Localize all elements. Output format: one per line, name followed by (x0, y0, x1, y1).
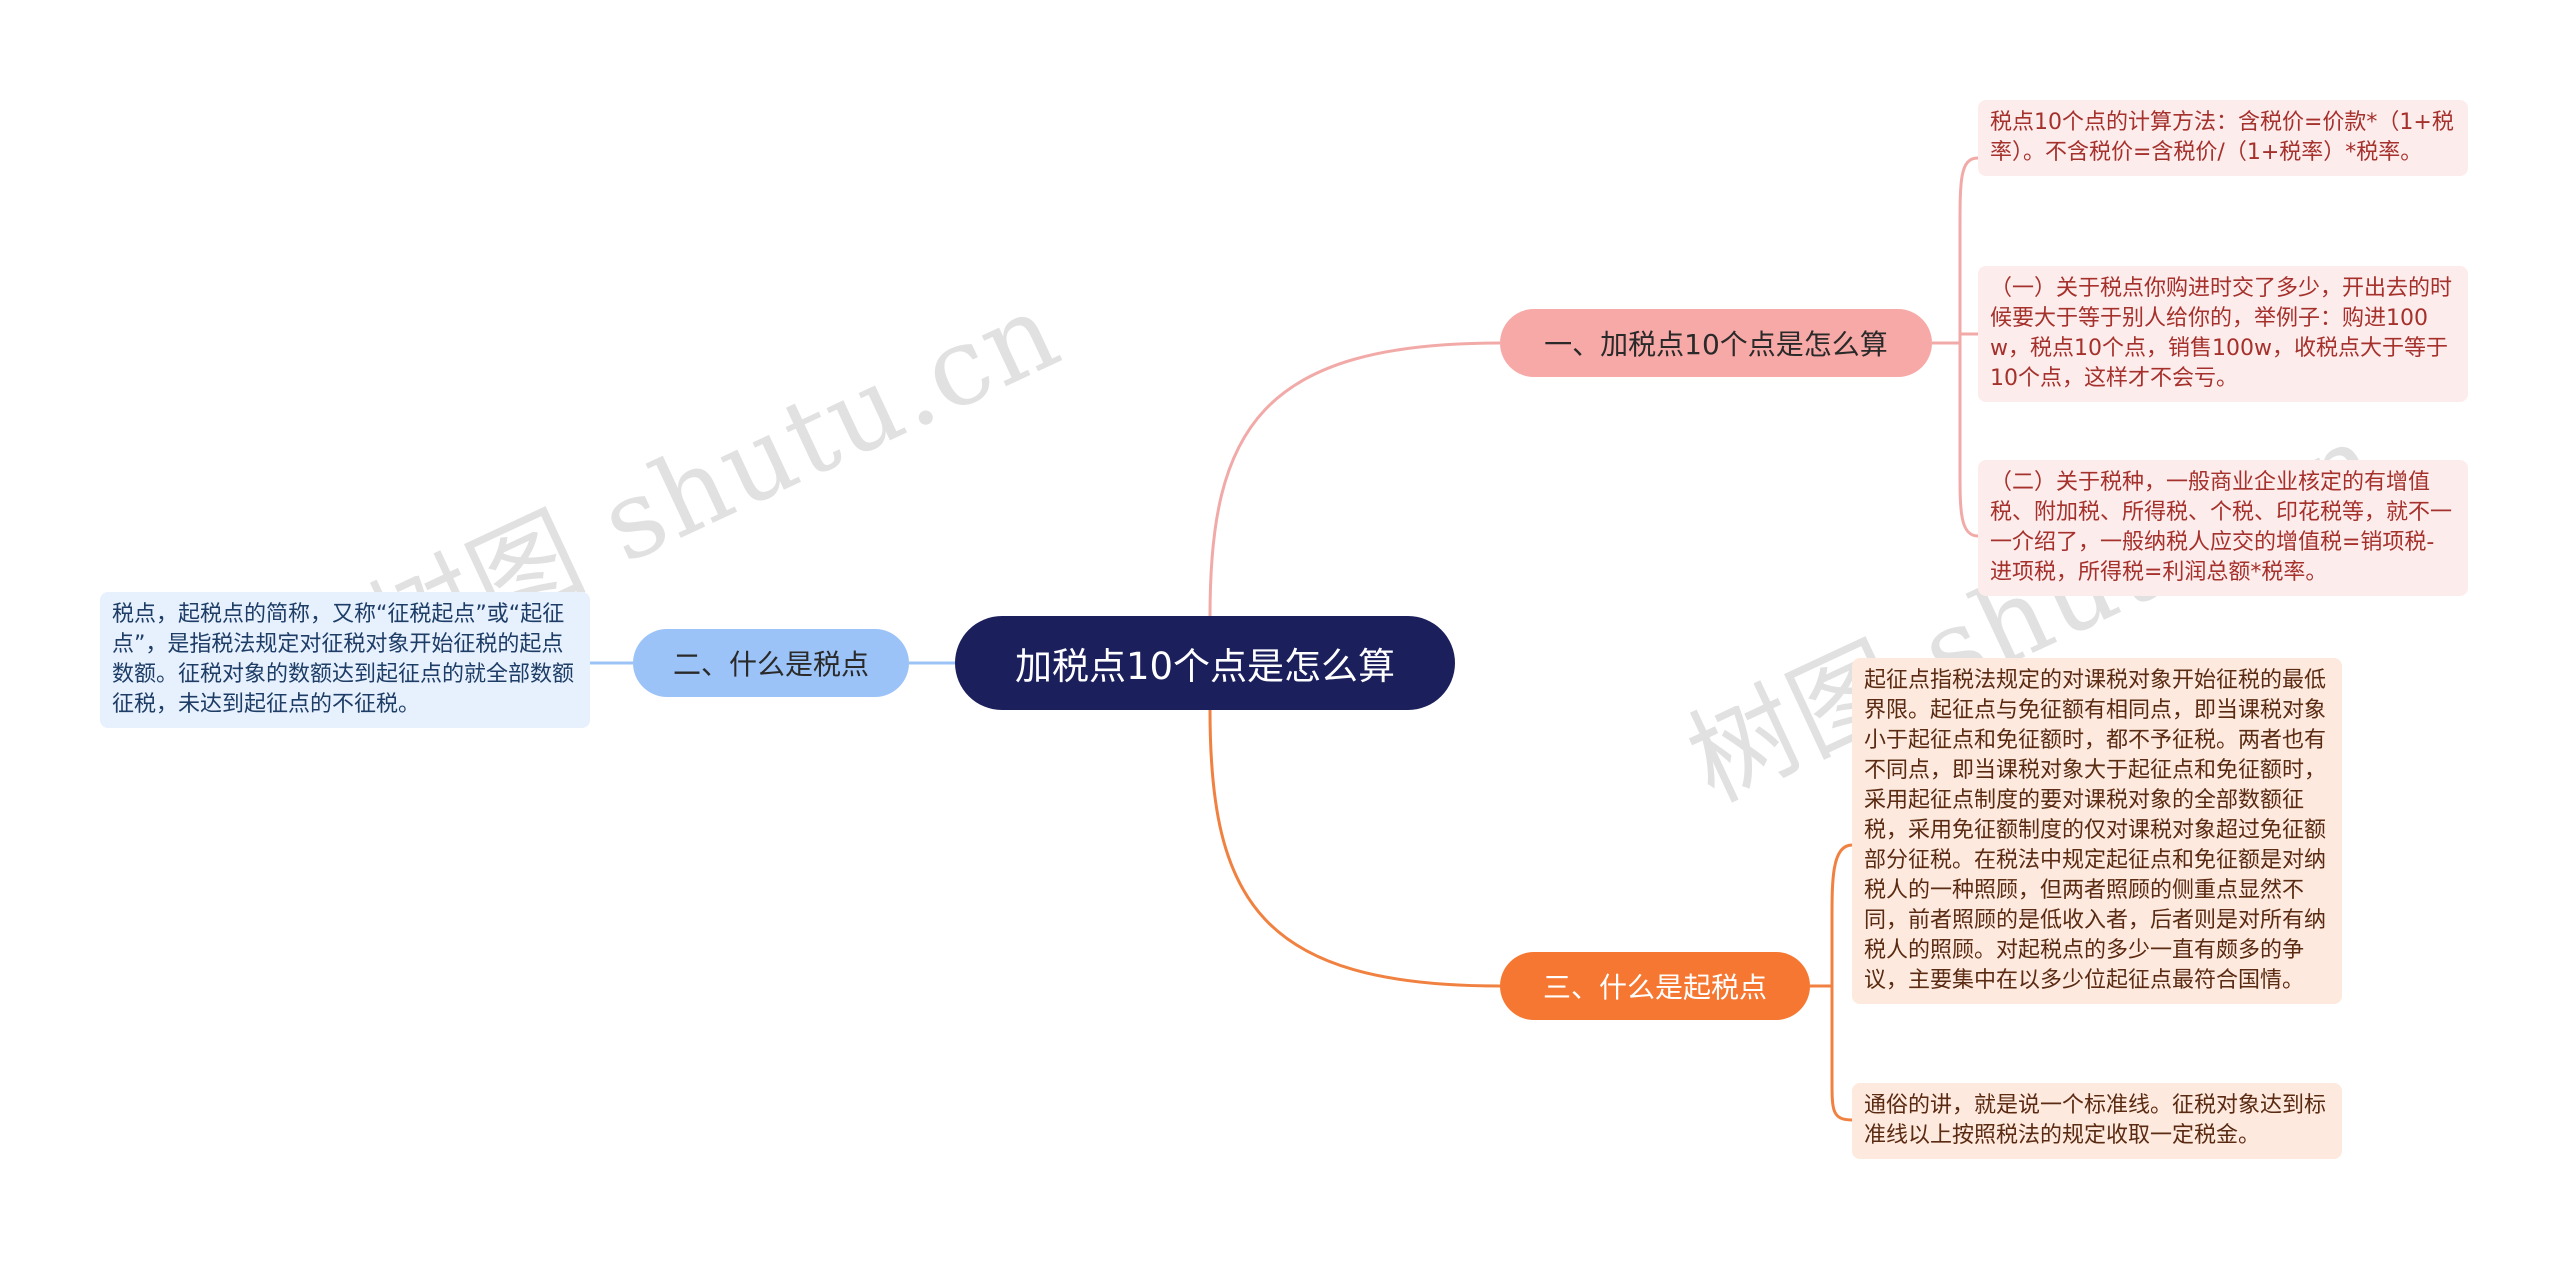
link-branch3-leaf2 (1830, 986, 1853, 1122)
leaf-node-tax-point-definition[interactable]: 税点，起税点的简称，又称“征税起点”或“起征点”，是指税法规定对征税对象开始征税… (100, 592, 590, 728)
link-root-branch1 (1208, 341, 1501, 617)
branch-node-what-is-tax-point[interactable]: 二、什么是税点 (633, 629, 909, 697)
leaf-text: 通俗的讲，就是说一个标准线。征税对象达到标准线以上按照税法的规定收取一定税金。 (1864, 1093, 2327, 1148)
branch-label: 三、什么是起税点 (1542, 971, 1767, 1004)
link-branch3-leaf1 (1830, 843, 1853, 986)
branch-label: 一、加税点10个点是怎么算 (1544, 328, 1888, 361)
root-label: 加税点10个点是怎么算 (1014, 645, 1396, 688)
link-branch1-leaf1 (1958, 156, 1979, 343)
root-node[interactable]: 加税点10个点是怎么算 (955, 616, 1455, 710)
branch-node-what-is-threshold[interactable]: 三、什么是起税点 (1500, 952, 1810, 1020)
leaf-node-tax-types[interactable]: （二）关于税种，一般商业企业核定的有增值税、附加税、所得税、个税、印花税等，就不… (1978, 460, 2468, 596)
link-root-branch3 (1208, 709, 1501, 988)
leaf-text: （一）关于税点你购进时交了多少，开出去的时候要大于等于别人给你的，举例子：购进1… (1990, 276, 2453, 391)
leaf-text: （二）关于税种，一般商业企业核定的有增值税、附加税、所得税、个税、印花税等，就不… (1990, 470, 2453, 585)
leaf-text: 税点10个点的计算方法：含税价=价款*（1+税率）。不含税价=含税价/（1+税率… (1990, 110, 2454, 165)
leaf-node-threshold-definition[interactable]: 起征点指税法规定的对课税对象开始征税的最低界限。起征点与免征额有相同点，即当课税… (1852, 658, 2342, 1004)
leaf-node-formula[interactable]: 税点10个点的计算方法：含税价=价款*（1+税率）。不含税价=含税价/（1+税率… (1978, 100, 2468, 176)
branch-node-calculation[interactable]: 一、加税点10个点是怎么算 (1500, 309, 1932, 377)
leaf-node-threshold-plain[interactable]: 通俗的讲，就是说一个标准线。征税对象达到标准线以上按照税法的规定收取一定税金。 (1852, 1083, 2342, 1159)
branch-label: 二、什么是税点 (672, 648, 869, 681)
leaf-text: 税点，起税点的简称，又称“征税起点”或“起征点”，是指税法规定对征税对象开始征税… (112, 602, 575, 717)
link-branch1-leaf3 (1958, 343, 1979, 538)
leaf-node-purchase-example[interactable]: （一）关于税点你购进时交了多少，开出去的时候要大于等于别人给你的，举例子：购进1… (1978, 266, 2468, 402)
leaf-text: 起征点指税法规定的对课税对象开始征税的最低界限。起征点与免征额有相同点，即当课税… (1864, 668, 2327, 993)
